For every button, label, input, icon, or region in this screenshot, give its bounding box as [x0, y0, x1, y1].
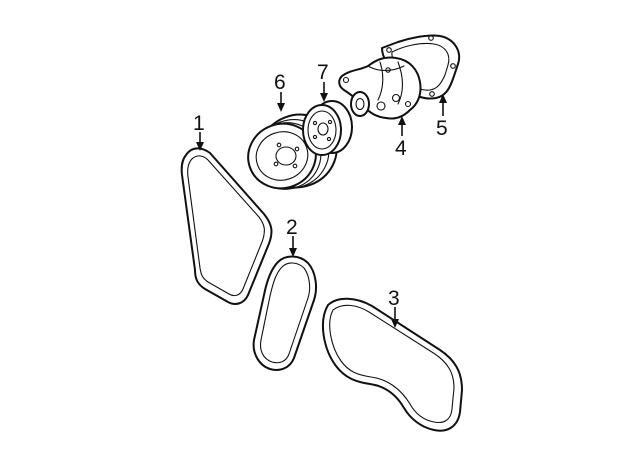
callout-2: 2 [286, 216, 298, 257]
water-pump-4[interactable] [338, 56, 422, 120]
callout-4: 4 [395, 116, 407, 160]
callout-6-label: 6 [274, 71, 286, 94]
callout-2-label: 2 [286, 216, 298, 239]
drive-belt-1[interactable] [180, 147, 273, 305]
callout-7-arrowhead [320, 93, 328, 102]
crank-pulley-6[interactable] [239, 104, 347, 199]
callout-1: 1 [193, 112, 205, 151]
callout-7-label: 7 [317, 61, 329, 84]
callout-5-label: 5 [436, 117, 448, 140]
callout-5-arrowhead [439, 94, 447, 103]
callout-1-arrowhead [196, 142, 204, 151]
pump-pulley-7[interactable] [302, 100, 353, 156]
callout-7: 7 [317, 61, 329, 102]
callout-4-arrowhead [398, 116, 406, 125]
drive-belt-2[interactable] [252, 255, 317, 371]
callout-2-arrowhead [289, 248, 297, 257]
gasket-5[interactable] [381, 34, 460, 100]
callout-1-label: 1 [193, 112, 205, 135]
callout-5: 5 [436, 94, 448, 140]
callout-3: 3 [388, 287, 400, 328]
callout-6: 6 [274, 71, 286, 112]
callout-6-arrowhead [277, 103, 285, 112]
callout-3-label: 3 [388, 287, 400, 310]
callout-4-label: 4 [395, 137, 407, 160]
callout-3-arrowhead [391, 319, 399, 328]
serpentine-belt-3[interactable] [321, 297, 463, 432]
